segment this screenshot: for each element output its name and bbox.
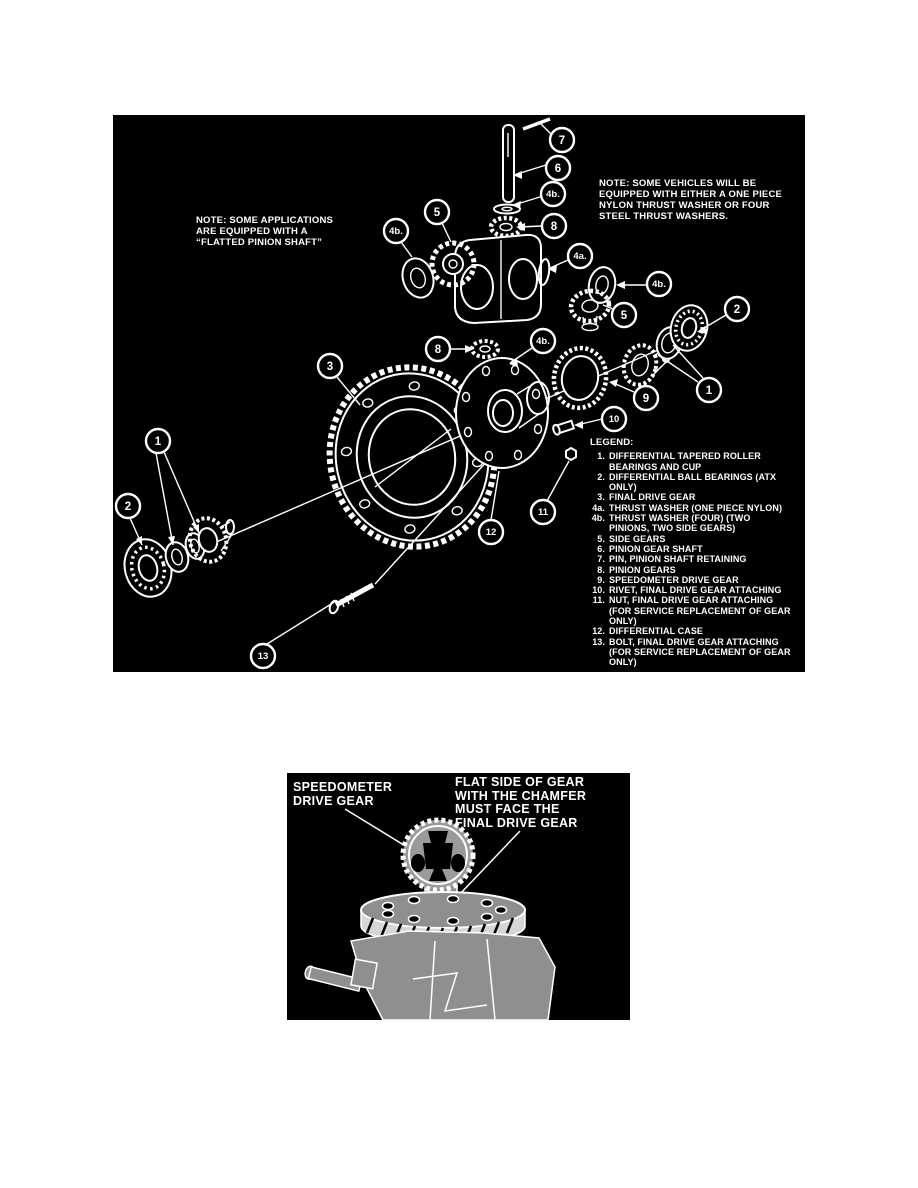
nut-part — [565, 446, 577, 462]
legend-item-7: 7.PIN, PINION SHAFT RETAINING — [597, 554, 747, 565]
legend-item-9: 9.SPEEDOMETER DRIVE GEAR — [597, 574, 739, 585]
figure-speedometer-gear-install: SPEEDOMETER DRIVE GEAR FLAT SIDE OF GEAR… — [287, 773, 630, 1020]
callout-11: 11 — [529, 498, 557, 526]
svg-text:4b.: 4b. — [652, 279, 666, 290]
pinion-shaft-part — [502, 117, 551, 203]
legend-item-1: 1.DIFFERENTIAL TAPERED ROLLER BEARINGS A… — [597, 451, 761, 472]
svg-text:4b.: 4b. — [536, 336, 550, 347]
callout-4a: 4a. — [566, 242, 594, 270]
axis-through-bore — [374, 428, 452, 488]
svg-text:1: 1 — [155, 436, 162, 448]
note-thrust-washers: NOTE: SOME VEHICLES WILL BE EQUIPPED WIT… — [599, 178, 783, 222]
figure-differential-exploded-view: 7 6 4b. 8 5 4b. 4a. 4b. 5 2 1 8 4b. 3 9 … — [113, 115, 805, 672]
callout-1-left: 1 — [144, 427, 172, 455]
speedometer-drive-gear-part — [551, 345, 609, 411]
thrust-washer-upper-left-part — [401, 257, 435, 299]
callout-12: 12 — [477, 518, 505, 546]
svg-text:9: 9 — [643, 393, 649, 405]
svg-text:6: 6 — [555, 163, 561, 175]
bearing-washer-left-part — [164, 541, 190, 573]
legend: LEGEND: 1.DIFFERENTIAL TAPERED ROLLER BE… — [587, 437, 792, 668]
rivet-part — [552, 419, 576, 436]
side-gear-upper-part — [429, 240, 477, 288]
callout-10: 10 — [600, 405, 628, 433]
svg-text:8: 8 — [435, 344, 442, 356]
axis-centerline — [167, 336, 689, 564]
legend-title: LEGEND: — [590, 437, 634, 448]
callout-4b-top: 4b. — [539, 180, 567, 208]
svg-text:1: 1 — [706, 385, 713, 397]
svg-text:5: 5 — [621, 310, 628, 322]
callout-3: 3 — [316, 352, 344, 380]
label-flat-side-of-gear: FLAT SIDE OF GEAR WITH THE CHAMFER MUST … — [455, 775, 587, 830]
label-speedometer-drive-gear: SPEEDOMETER DRIVE GEAR — [293, 780, 393, 808]
leader-speedometer-gear — [344, 808, 408, 848]
callout-2-right: 2 — [723, 295, 751, 323]
note-flatted-pinion-shaft: NOTE: SOME APPLICATIONS ARE EQUIPPED WIT… — [196, 215, 334, 248]
svg-text:5: 5 — [434, 207, 441, 219]
tapered-bearing-left-part — [187, 516, 235, 564]
svg-text:10: 10 — [609, 414, 620, 425]
callout-8-top: 8 — [540, 212, 568, 240]
legend-item-8: 8.PINION GEARS — [597, 564, 676, 575]
callout-2-left: 2 — [114, 492, 142, 520]
thrust-washer-right-part — [587, 266, 617, 304]
differential-case-body-part — [350, 930, 556, 1020]
callout-4b-upper-left: 4b. — [382, 217, 410, 245]
legend-item-2: 2.DIFFERENTIAL BALL BEARINGS (ATX ONLY) — [597, 471, 777, 493]
speedometer-drive-gear-part — [400, 817, 476, 893]
legend-item-6: 6.PINION GEAR SHAFT — [597, 543, 703, 554]
legend-item-11: 11.NUT, FINAL DRIVE GEAR ATTACHING (FOR … — [592, 595, 791, 627]
svg-text:7: 7 — [559, 135, 565, 147]
callout-4b-lower: 4b. — [529, 327, 557, 355]
callout-8-lower: 8 — [424, 335, 452, 363]
callout-5-right: 5 — [610, 301, 638, 329]
thrust-washer-nylon-part — [537, 258, 551, 286]
svg-text:2: 2 — [125, 501, 131, 513]
callout-9: 9 — [632, 384, 660, 412]
callout-1-right: 1 — [695, 376, 723, 404]
legend-item-3: 3.FINAL DRIVE GEAR — [597, 492, 696, 503]
legend-item-4b: 4b.THRUST WASHER (FOUR) (TWO PINIONS, TW… — [591, 513, 751, 534]
differential-case-flange-part — [455, 357, 550, 469]
legend-item-5: 5.SIDE GEARS — [597, 533, 666, 544]
callout-5-upper-left: 5 — [423, 198, 451, 226]
legend-item-13: 13.BOLT, FINAL DRIVE GEAR ATTACHING (FOR… — [592, 636, 791, 668]
callout-4b-right: 4b. — [645, 270, 673, 298]
svg-text:12: 12 — [486, 527, 497, 538]
svg-text:13: 13 — [258, 651, 269, 662]
differential-case-body-part — [454, 233, 542, 325]
svg-text:2: 2 — [734, 304, 740, 316]
callout-6: 6 — [544, 154, 572, 182]
bolt-part — [328, 582, 375, 615]
speedometer-gear-drawing — [304, 808, 556, 1020]
legend-item-4a: 4a.THRUST WASHER (ONE PIECE NYLON) — [592, 502, 783, 513]
pinion-gear-lower-part — [470, 339, 500, 359]
legend-item-10: 10.RIVET, FINAL DRIVE GEAR ATTACHING — [592, 585, 782, 596]
svg-text:8: 8 — [551, 221, 558, 233]
callout-13: 13 — [249, 642, 277, 670]
svg-text:3: 3 — [327, 361, 333, 373]
svg-text:4b.: 4b. — [389, 226, 403, 237]
leader-flat-side — [458, 830, 521, 896]
svg-text:4b.: 4b. — [546, 189, 560, 200]
exploded-view-drawing: 7 6 4b. 8 5 4b. 4a. 4b. 5 2 1 8 4b. 3 9 … — [114, 117, 751, 670]
svg-text:11: 11 — [538, 507, 549, 518]
bolt-axis-line — [374, 459, 489, 585]
legend-item-12: 12.DIFFERENTIAL CASE — [592, 626, 704, 637]
callout-7: 7 — [548, 126, 576, 154]
side-gear-right-part — [568, 288, 612, 332]
svg-text:4a.: 4a. — [573, 251, 586, 262]
pin-part — [304, 958, 378, 993]
leader-lines — [129, 123, 727, 645]
